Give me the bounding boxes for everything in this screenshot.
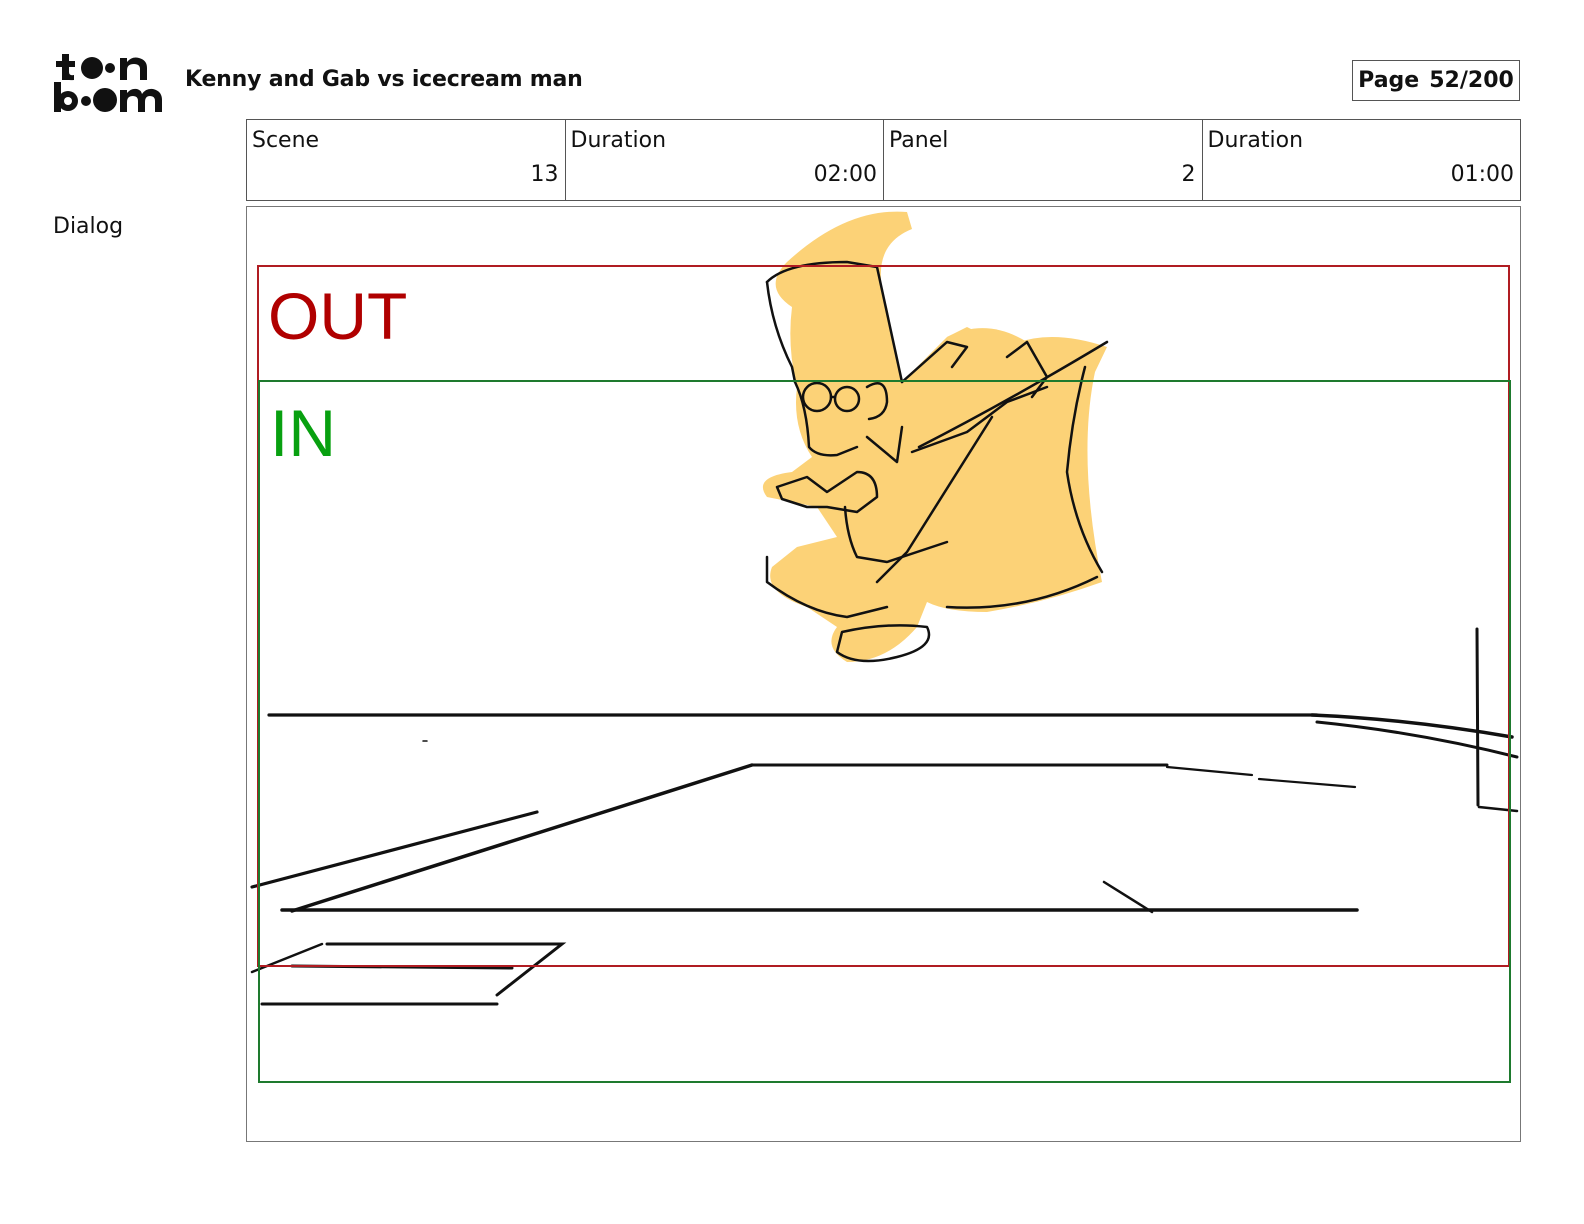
storyboard-panel: OUT IN: [246, 206, 1521, 1142]
out-frame-label: OUT: [268, 279, 408, 353]
panel-label: Panel: [889, 128, 949, 153]
scene-info-table: Scene 13 Duration 02:00 Panel 2 Duration…: [246, 119, 1521, 201]
scene-duration-label: Duration: [570, 128, 667, 153]
character-sketch: [762, 211, 1107, 663]
panel-duration-value: 01:00: [1450, 162, 1514, 187]
scene-duration-cell: Duration 02:00: [564, 120, 884, 200]
scene-value: 13: [530, 162, 559, 187]
dialog-label: Dialog: [53, 214, 124, 239]
scene-duration-value: 02:00: [813, 162, 877, 187]
scene-label: Scene: [252, 128, 320, 153]
in-frame: [258, 380, 1511, 1083]
page-number: 52/200: [1429, 68, 1514, 93]
page-indicator: Page 52/200: [1352, 60, 1520, 101]
scene-cell: Scene 13: [247, 120, 565, 200]
page-label: Page: [1358, 68, 1420, 93]
toon-boom-logo: [52, 50, 164, 114]
background-lines: [250, 627, 1519, 1006]
panel-sketch: [250, 211, 1519, 1006]
project-title: Kenny and Gab vs icecream man: [185, 67, 583, 92]
in-frame-label: IN: [270, 396, 336, 470]
panel-duration-cell: Duration 01:00: [1201, 120, 1521, 200]
panel-value: 2: [1181, 162, 1196, 187]
panel-duration-label: Duration: [1207, 128, 1304, 153]
panel-cell: Panel 2: [883, 120, 1202, 200]
